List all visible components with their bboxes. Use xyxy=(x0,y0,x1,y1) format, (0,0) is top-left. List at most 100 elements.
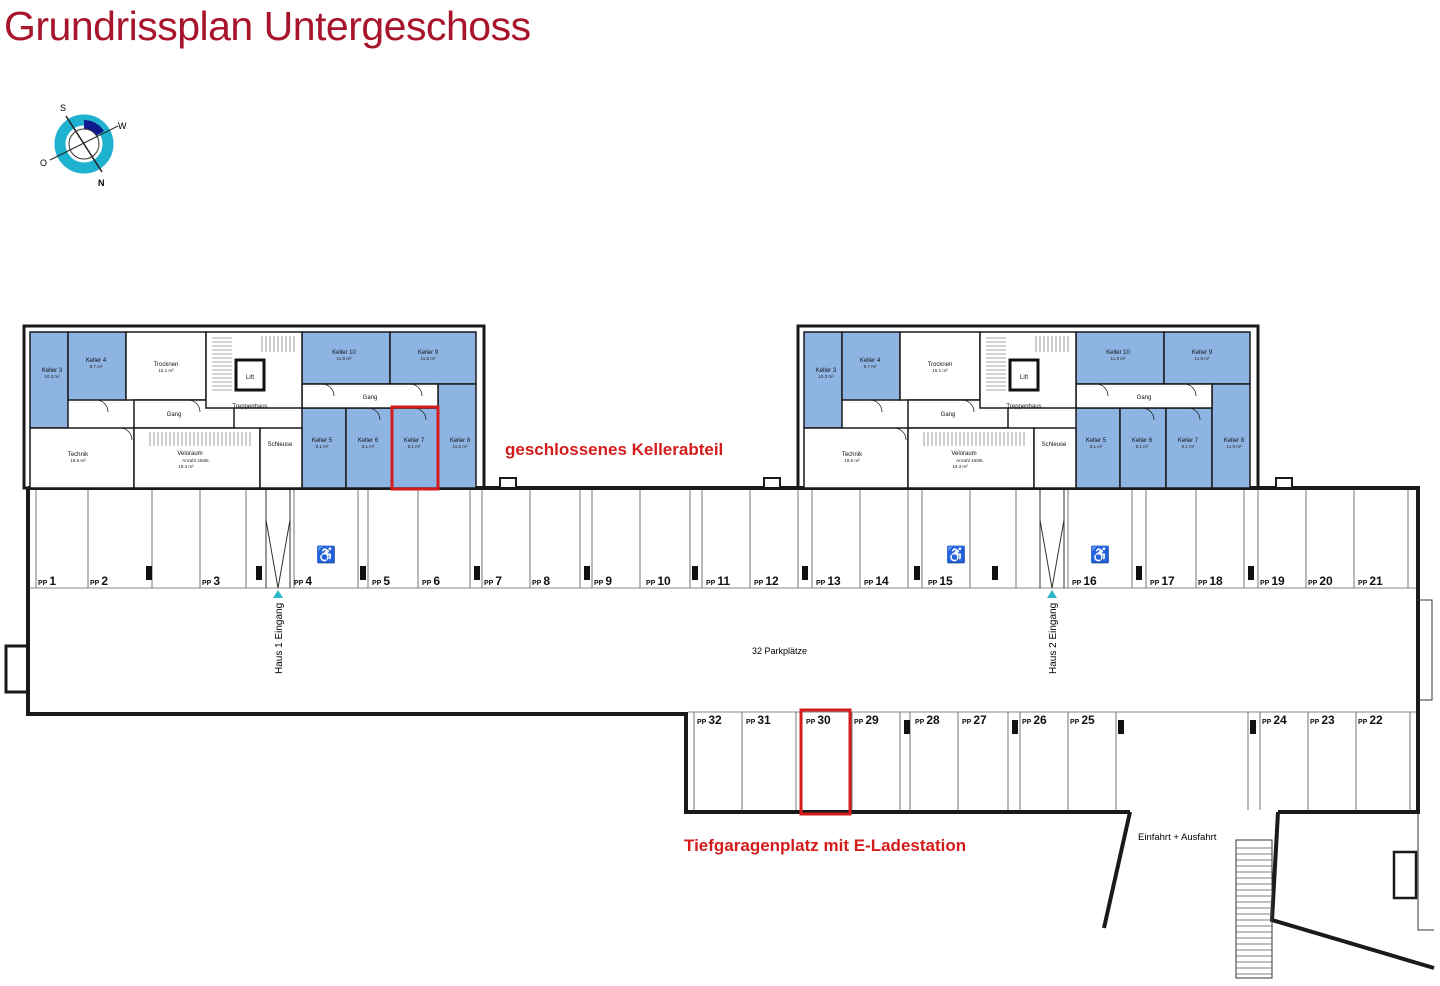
keller-9-label: Keller 9 xyxy=(1192,350,1213,356)
room-keller-6 xyxy=(1119,407,1167,489)
room-gang-left xyxy=(133,399,235,429)
keller-8-area: 11.0 m² xyxy=(453,444,468,449)
parking-grid xyxy=(30,490,1416,810)
lift-label: Lift xyxy=(246,375,254,381)
keller-6-label: Keller 6 xyxy=(358,438,379,444)
room-keller-8 xyxy=(437,383,477,489)
parking-count-label: 32 Parkplätze xyxy=(752,646,807,656)
keller-3-area: 10.3 m² xyxy=(44,374,60,379)
keller-4-area: 9.7 m² xyxy=(90,364,103,369)
gang-label: Gang xyxy=(941,412,956,418)
keller-7-label: Keller 7 xyxy=(1178,438,1199,444)
room-keller-10 xyxy=(301,331,391,385)
entrance-arrow-icon xyxy=(1047,590,1057,598)
lift-shaft xyxy=(234,358,266,392)
house-2-entrance: Haus 2 Eingang xyxy=(1039,490,1065,674)
veloraum-area: 19.3 m² xyxy=(952,464,968,469)
lift-shaft xyxy=(1008,358,1040,392)
keller-5-label: Keller 5 xyxy=(1086,438,1107,444)
room-technik xyxy=(803,427,909,489)
room-schleuse xyxy=(259,427,303,489)
veloraum-count: Anzahl 16Stk. xyxy=(956,458,984,463)
annotation-closed-cellar: geschlossenes Kellerabteil xyxy=(505,440,723,459)
annotation-ev-charging-spot: Tiefgaragenplatz mit E-Ladestation xyxy=(684,836,966,855)
keller-6-area: 9.1 m² xyxy=(362,444,375,449)
trocknen-area: 15.1 m² xyxy=(158,368,174,373)
treppenhaus-label: Treppenhaus xyxy=(1006,404,1041,410)
trocknen-area: 15.1 m² xyxy=(932,368,948,373)
room-keller-5 xyxy=(301,407,347,489)
keller-9-label: Keller 9 xyxy=(418,350,439,356)
compass-east-label: O xyxy=(40,158,47,168)
keller-9-area: 11.8 m² xyxy=(421,356,436,361)
keller-8-label: Keller 8 xyxy=(1224,438,1245,444)
keller-4-label: Keller 4 xyxy=(860,358,881,364)
keller-6-area: 9.1 m² xyxy=(1136,444,1149,449)
keller-9-area: 11.8 m² xyxy=(1195,356,1210,361)
room-veloraum xyxy=(133,427,261,489)
keller-10-label: Keller 10 xyxy=(332,350,356,356)
keller-7-label: Keller 7 xyxy=(404,438,425,444)
keller-6-label: Keller 6 xyxy=(1132,438,1153,444)
gang-label: Gang xyxy=(363,395,378,401)
room-keller-8 xyxy=(1211,383,1251,489)
trocknen-label: Trocknen xyxy=(928,362,953,368)
wheelchair-icon: ♿ xyxy=(946,545,966,564)
room-technik xyxy=(29,427,135,489)
keller-3-label: Keller 3 xyxy=(42,368,63,374)
entrance-arrow-icon xyxy=(273,590,283,598)
keller-8-label: Keller 8 xyxy=(450,438,471,444)
schleuse-label: Schleuse xyxy=(1042,442,1067,448)
technik-label: Technik xyxy=(68,452,89,458)
keller-5-area: 9.1 m² xyxy=(316,444,329,449)
wheelchair-icon: ♿ xyxy=(316,545,336,564)
technik-area: 18.6 m² xyxy=(844,458,860,463)
compass-rose: S W O N xyxy=(40,103,127,188)
page-title: Grundrissplan Untergeschoss xyxy=(4,3,531,49)
highlight-cellar-keller-7 xyxy=(390,405,440,491)
ramp-stairs xyxy=(1235,839,1273,979)
room-trocknen xyxy=(899,331,981,401)
keller-4-label: Keller 4 xyxy=(86,358,107,364)
room-keller-10 xyxy=(1075,331,1165,385)
gang-label: Gang xyxy=(1137,395,1152,401)
keller-4-area: 9.7 m² xyxy=(864,364,877,369)
room-keller-3 xyxy=(803,331,843,429)
room-trocknen xyxy=(125,331,207,401)
entrance-house-1-label: Haus 1 Eingang xyxy=(274,603,285,674)
room-keller-9 xyxy=(1163,331,1251,385)
keller-5-area: 9.1 m² xyxy=(1090,444,1103,449)
room-veloraum xyxy=(907,427,1035,489)
driveway-label: Einfahrt + Ausfahrt xyxy=(1138,832,1217,843)
technik-area: 18.6 m² xyxy=(70,458,86,463)
compass-west-label: W xyxy=(118,121,127,131)
veloraum-label: Veloraum xyxy=(951,451,976,457)
keller-3-label: Keller 3 xyxy=(816,368,837,374)
technik-label: Technik xyxy=(842,452,863,458)
treppenhaus-label: Treppenhaus xyxy=(232,404,267,410)
room-keller-9 xyxy=(389,331,477,385)
